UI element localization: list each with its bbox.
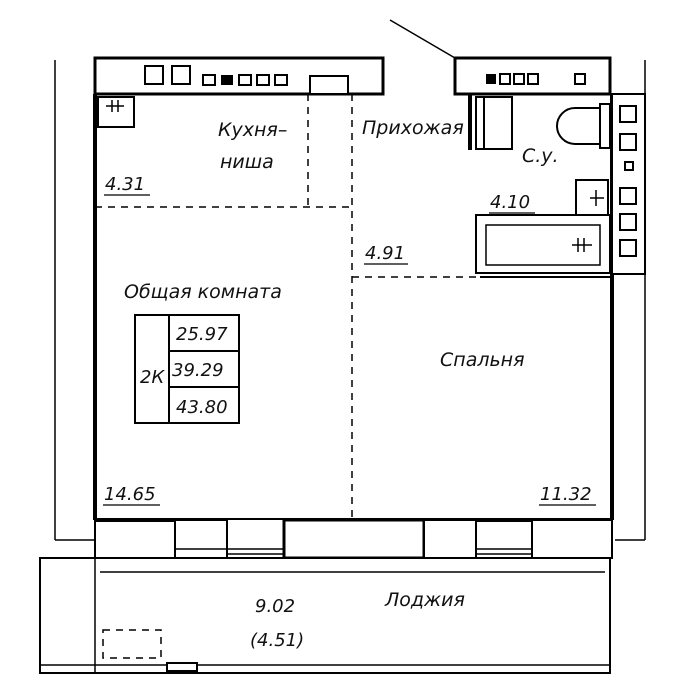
living-area: 25.97 — [176, 324, 228, 345]
washbasin-icon — [575, 179, 609, 217]
bathroom-label: С.у. — [522, 145, 559, 167]
right-wall-blocks — [611, 93, 646, 275]
kitchen-label-1: Кухня– — [218, 119, 287, 141]
kitchen-area: 4.31 — [105, 174, 145, 195]
loggia-area: 9.02 — [255, 596, 295, 617]
bottom-wall-windows — [94, 518, 613, 560]
kitchen-label-2: ниша — [220, 151, 274, 173]
top-wall-right — [453, 56, 612, 96]
loggia-label: Лоджия — [384, 589, 465, 611]
toilet-icon — [556, 103, 611, 149]
kitchen-sink-icon — [97, 96, 135, 128]
total-area: 39.29 — [172, 360, 224, 381]
summary-table — [134, 314, 240, 424]
dashed-boundaries — [95, 94, 480, 520]
bathtub-icon — [475, 214, 611, 274]
total-with-loggia: 43.80 — [176, 397, 228, 418]
loggia-outline — [39, 557, 611, 674]
washing-machine-icon — [475, 96, 513, 150]
bedroom-label: Спальня — [440, 349, 525, 371]
top-wall-left — [93, 56, 385, 96]
apartment-type: 2К — [140, 367, 165, 388]
building-outline — [54, 19, 646, 541]
living-room-label: Общая комната — [124, 281, 282, 303]
bathroom-area: 4.10 — [490, 192, 530, 213]
hallway-label: Прихожая — [362, 117, 464, 139]
loggia-area-reduced: (4.51) — [250, 630, 304, 651]
living-room-area: 14.65 — [104, 484, 156, 505]
loggia-cabinet-icon — [102, 629, 162, 659]
bedroom-area: 11.32 — [540, 484, 592, 505]
hallway-area: 4.91 — [365, 243, 405, 264]
